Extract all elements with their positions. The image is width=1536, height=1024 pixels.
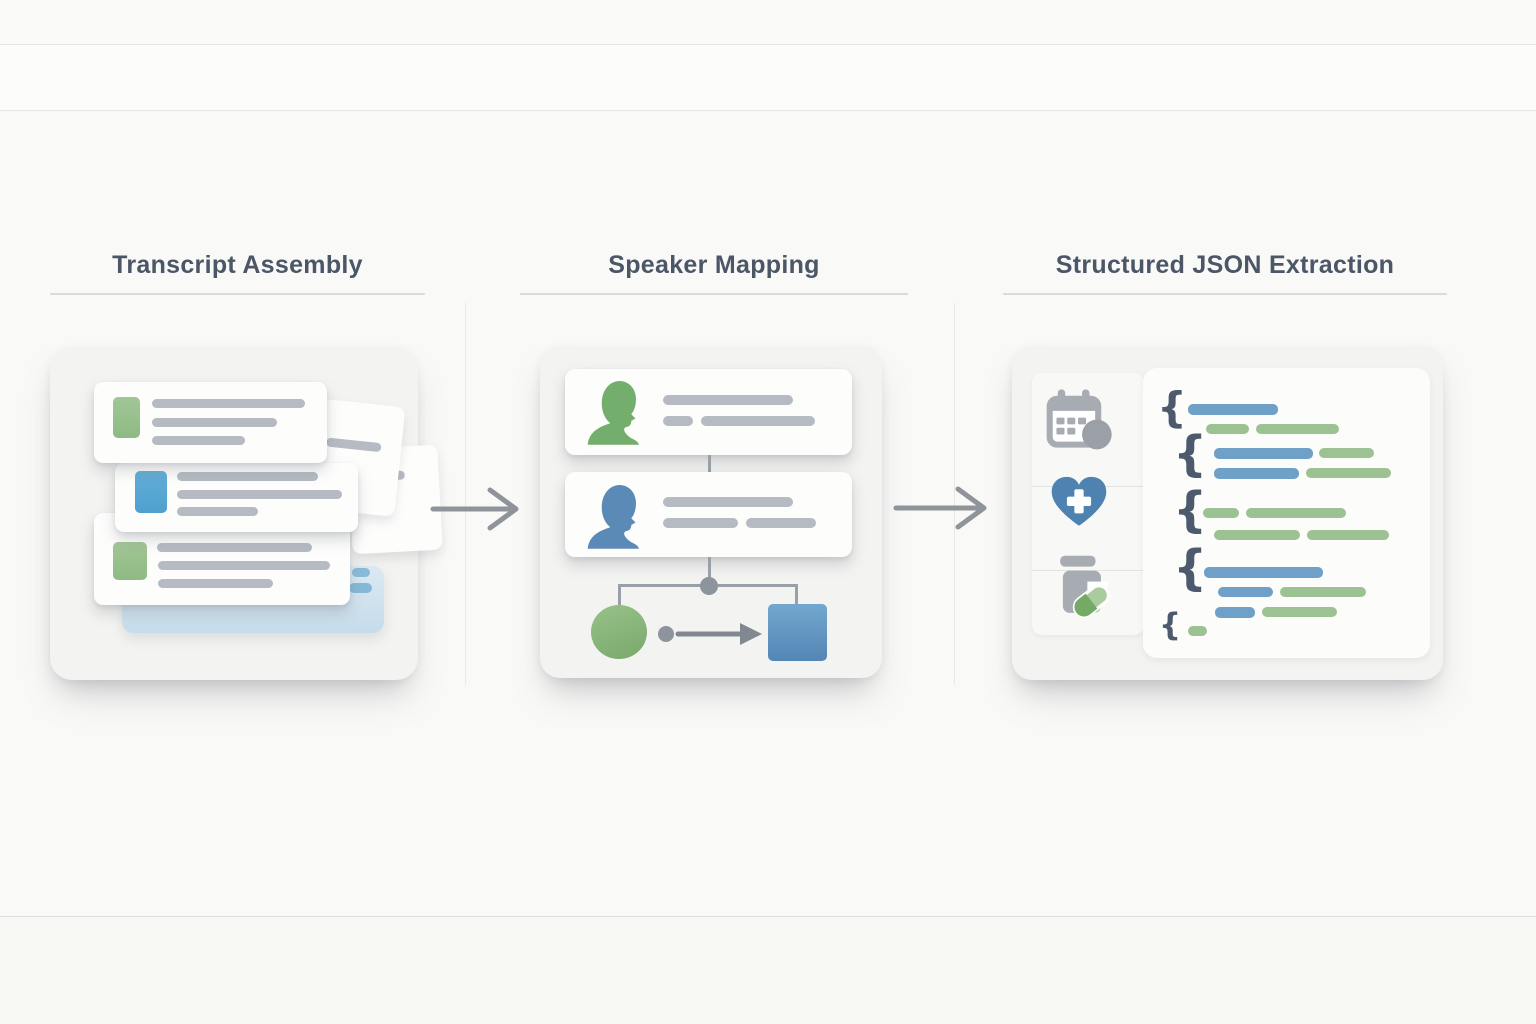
json-value-bar — [1319, 448, 1374, 458]
speaker-profile-blue-icon — [587, 485, 639, 549]
connector-line — [708, 455, 711, 473]
json-value-bar — [1214, 448, 1313, 459]
top-band — [0, 0, 1536, 44]
placeholder-line — [177, 507, 258, 516]
calendar-icon — [1046, 389, 1112, 450]
placeholder-line — [152, 399, 305, 408]
json-value-bar — [1204, 567, 1323, 578]
rule-top — [0, 44, 1536, 45]
stage-title-rule-2 — [520, 293, 908, 295]
brace-glyph: { — [1157, 383, 1187, 432]
branch-line-right — [795, 584, 798, 604]
json-value-bar — [1306, 468, 1391, 478]
placeholder-line — [663, 395, 793, 405]
placeholder-line — [152, 436, 245, 445]
speaker-card-green — [565, 369, 852, 455]
json-value-bar — [1262, 607, 1337, 617]
green-note-chip — [113, 542, 147, 580]
placeholder-line — [157, 543, 312, 552]
stage-title-speaker-mapping: Speaker Mapping — [608, 251, 820, 279]
stage-title-structured-json-extraction: Structured JSON Extraction — [1055, 251, 1395, 279]
flow-arrow-right-icon — [675, 623, 762, 645]
stage-title-transcript-assembly: Transcript Assembly — [112, 251, 363, 279]
branch-line-left — [618, 584, 621, 606]
speaker-profile-green-icon — [587, 381, 639, 445]
stage-title-rule-3 — [1003, 293, 1447, 295]
column-divider-2 — [954, 303, 955, 685]
brace-glyph: { — [1173, 482, 1208, 538]
brace-glyph: { — [1173, 540, 1208, 596]
json-extraction-panel: { { { { { — [1012, 346, 1443, 680]
rule-upper — [0, 110, 1536, 111]
speaker-card-blue — [565, 472, 852, 557]
blue-fragment-bar — [352, 568, 370, 577]
placeholder-line — [701, 416, 815, 426]
json-value-bar — [1214, 530, 1300, 540]
junction-dot — [700, 577, 718, 595]
brace-glyph: { — [1173, 426, 1208, 482]
placeholder-line — [746, 518, 816, 528]
arrow-right-icon — [430, 487, 519, 531]
flow-blue-square — [768, 604, 827, 661]
transcript-card-blue — [115, 463, 358, 532]
json-value-bar — [1280, 587, 1366, 597]
placeholder-line — [663, 518, 738, 528]
json-value-bar — [1203, 508, 1239, 518]
json-code-panel: { { { { { — [1143, 368, 1430, 658]
json-value-bar — [1188, 404, 1278, 415]
json-value-bar — [1246, 508, 1346, 518]
column-divider-1 — [465, 303, 466, 685]
pill-bottle-icon — [1060, 555, 1111, 619]
icon-cell-divider — [1032, 570, 1144, 571]
placeholder-line — [158, 579, 273, 588]
placeholder-line — [663, 497, 793, 507]
json-value-bar — [1188, 626, 1207, 636]
blue-note-chip — [135, 471, 167, 513]
transcript-assembly-panel — [50, 347, 443, 680]
entity-icon-column — [1032, 373, 1144, 635]
json-value-bar — [1307, 530, 1389, 540]
speaker-mapping-panel — [540, 346, 882, 678]
heart-plus-icon — [1051, 476, 1107, 526]
placeholder-line — [177, 472, 318, 481]
bottom-band — [0, 916, 1536, 1024]
transcript-card-green-1 — [94, 382, 327, 463]
upper-band — [0, 44, 1536, 110]
flow-start-dot — [658, 626, 674, 642]
json-value-bar — [1206, 424, 1249, 434]
placeholder-line — [152, 418, 277, 427]
flow-green-circle — [591, 605, 647, 659]
blue-fragment-bar — [349, 583, 372, 593]
json-value-bar — [1215, 607, 1255, 618]
placeholder-line — [663, 416, 693, 426]
stage-title-rule-1 — [50, 293, 425, 295]
brace-glyph: { — [1159, 607, 1182, 643]
placeholder-line — [325, 437, 382, 453]
placeholder-line — [158, 561, 330, 570]
json-value-bar — [1256, 424, 1339, 434]
json-value-bar — [1218, 587, 1273, 597]
arrow-right-icon — [893, 486, 987, 530]
green-note-chip — [113, 397, 140, 438]
connector-line — [708, 557, 711, 585]
placeholder-line — [177, 490, 342, 499]
rule-bottom — [0, 916, 1536, 917]
json-value-bar — [1214, 468, 1299, 479]
